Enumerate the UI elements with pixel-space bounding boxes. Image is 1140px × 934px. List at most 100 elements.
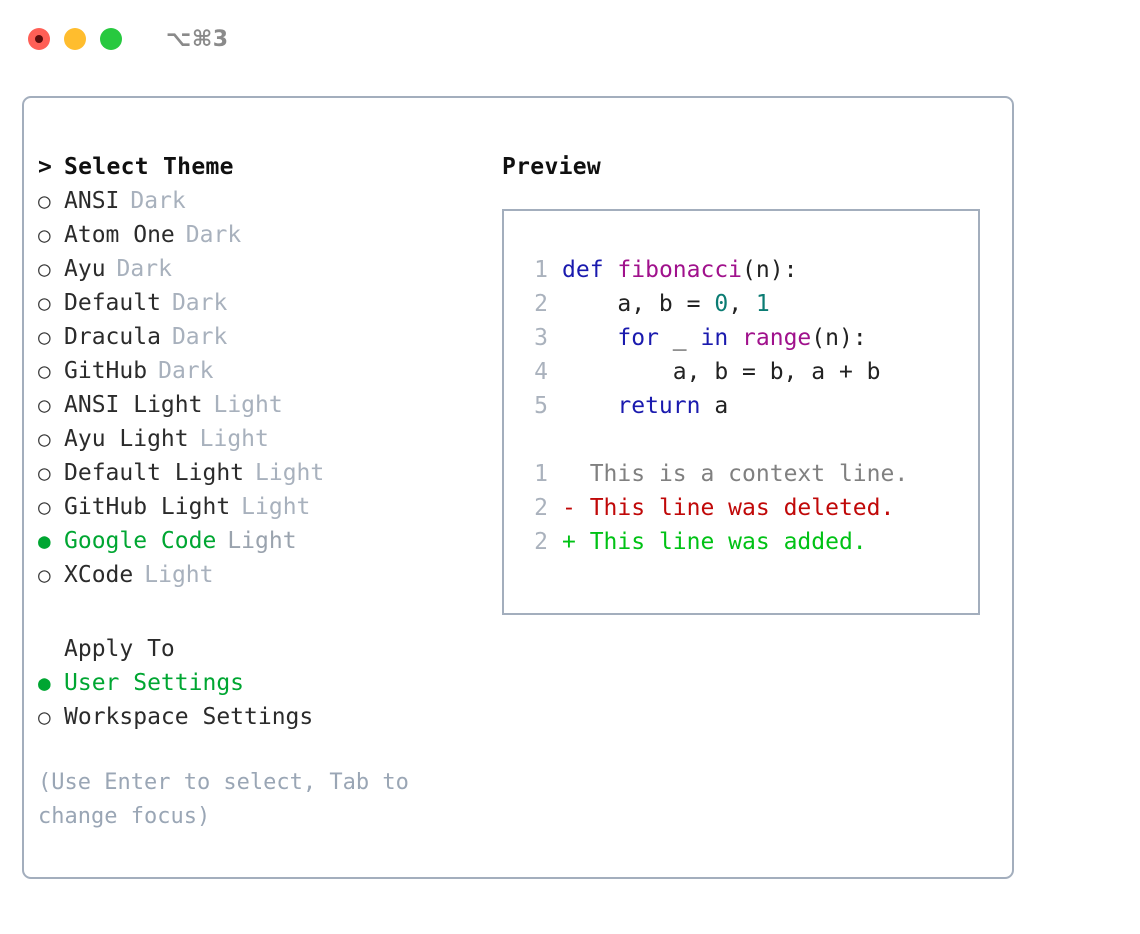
line-number: 5 [534,393,548,419]
apply-to-item[interactable]: ● User Settings [38,666,508,700]
diff-text: This line was deleted. [589,495,895,521]
code-line: 1 def fibonacci(n): [518,253,978,287]
theme-list-item[interactable]: ○ Default Light Light [38,456,508,490]
apply-to-list: ● User Settings ○ Workspace Settings [38,666,508,734]
code-token: a, b = [562,291,715,317]
code-token [604,257,618,283]
code-token: (n): [742,257,798,283]
close-button-icon[interactable] [28,28,50,50]
theme-mode-badge: Dark [171,324,228,350]
code-line: 2 a, b = 0, 1 [518,287,978,321]
theme-mode-badge: Dark [116,256,172,282]
diff-marker: - [562,495,590,521]
title-bar: ⌥⌘3 [0,0,1140,78]
theme-list-item[interactable]: ○ Atom One Dark [38,218,508,252]
line-number: 1 [534,257,548,283]
theme-name-label: GitHub Light [64,494,231,520]
line-number: 3 [534,325,548,351]
theme-mode-badge: Dark [130,188,186,214]
select-theme-header-label: Select Theme [64,154,234,180]
radio-unselected-icon[interactable]: ○ [38,256,51,281]
code-line: 5 return a [518,389,978,423]
radio-unselected-icon[interactable]: ○ [38,290,51,315]
radio-unselected-icon[interactable]: ○ [38,188,51,213]
theme-mode-badge: Light [199,426,269,452]
apply-to-item[interactable]: ○ Workspace Settings [38,700,508,734]
code-token: for [617,325,659,351]
theme-mode-badge: Light [144,562,214,588]
theme-mode-badge: Light [241,494,311,520]
code-token [562,393,617,419]
apply-to-label: Workspace Settings [64,704,314,730]
keyboard-hint: (Use Enter to select, Tab to change focu… [38,770,423,829]
radio-unselected-icon[interactable]: ○ [38,562,51,587]
window-controls [28,28,122,50]
theme-name-label: Default [64,290,161,316]
code-token: fibonacci [617,257,743,283]
radio-unselected-icon[interactable]: ○ [38,324,51,349]
code-token: return [617,393,701,419]
code-token [562,325,617,351]
caret-icon: > [38,154,53,180]
apply-to-label: User Settings [64,670,245,696]
radio-unselected-icon[interactable]: ○ [38,426,51,451]
diff-marker [562,461,590,487]
theme-list-item[interactable]: ○ ANSI Dark [38,184,508,218]
theme-mode-badge: Light [227,528,297,554]
close-inner-dot [35,35,43,43]
radio-unselected-icon[interactable]: ○ [38,704,51,729]
code-token: 0 [714,291,729,317]
code-token: a, b = b, a + b [562,359,881,385]
line-number: 2 [534,291,548,317]
diff-line: 1 This is a context line. [518,457,978,491]
apply-to-header: Apply To [64,636,175,662]
line-number: 2 [534,529,548,555]
select-theme-header: > Select Theme [38,150,508,184]
radio-unselected-icon[interactable]: ○ [38,392,51,417]
code-token: , [728,291,756,317]
diff-line: 2- This line was deleted. [518,491,978,525]
theme-name-label: Atom One [64,222,175,248]
diff-sample: 1 This is a context line.2- This line wa… [518,457,978,559]
theme-list-item[interactable]: ○ Default Dark [38,286,508,320]
theme-mode-badge: Dark [185,222,242,248]
theme-mode-badge: Light [255,460,325,486]
code-token: _ [658,325,701,351]
theme-list-item[interactable]: ○ ANSI Light Light [38,388,508,422]
theme-name-label: ANSI [64,188,120,214]
code-token: def [562,257,604,283]
radio-selected-icon[interactable]: ● [38,670,51,695]
minimize-button-icon[interactable] [64,28,86,50]
section-spacer [38,592,508,632]
theme-list-item[interactable]: ○ GitHub Light Light [38,490,508,524]
zoom-button-icon[interactable] [100,28,122,50]
diff-marker: + [562,529,590,555]
theme-name-label: Default Light [64,460,245,486]
radio-selected-icon[interactable]: ● [38,528,51,553]
preview-title: Preview [502,154,602,180]
code-token: a [700,393,729,419]
theme-name-label: ANSI Light [64,392,203,418]
theme-mode-badge: Light [213,392,283,418]
theme-mode-badge: Dark [171,290,228,316]
radio-unselected-icon[interactable]: ○ [38,222,51,247]
diff-text: This line was added. [589,529,867,555]
radio-unselected-icon[interactable]: ○ [38,460,51,485]
code-line: 3 for _ in range(n): [518,321,978,355]
radio-unselected-icon[interactable]: ○ [38,494,51,519]
radio-unselected-icon[interactable]: ○ [38,358,51,383]
diff-text: This is a context line. [589,461,909,487]
code-token: 1 [755,291,770,317]
